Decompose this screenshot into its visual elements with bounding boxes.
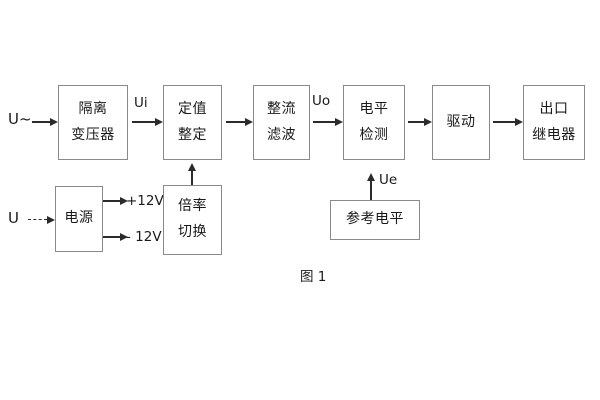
block-reference-level-line-1: 参考电平 — [346, 211, 404, 228]
block-rectify-filter: 整流 滤波 — [253, 85, 310, 160]
block-level-detect-line-2: 检测 — [359, 126, 389, 143]
block-drive: 驱动 — [432, 85, 490, 160]
ac-input-label: U~ — [8, 110, 32, 128]
block-reference-level: 参考电平 — [330, 200, 420, 240]
uo-label: Uo — [312, 93, 331, 109]
block-output-relay: 出口 继电器 — [523, 85, 585, 160]
dc-input-label: U — [8, 209, 19, 227]
block-multiplier-switch-line-1: 倍率 — [178, 198, 207, 215]
block-setting-value-line-1: 定值 — [178, 100, 207, 117]
ue-label: Ue — [379, 172, 398, 188]
block-isolation-transformer-line-2: 变压器 — [71, 126, 115, 143]
block-rectify-filter-line-2: 滤波 — [267, 126, 296, 143]
block-multiplier-switch: 倍率 切换 — [163, 185, 222, 255]
ui-label: Ui — [134, 95, 148, 111]
block-setting-value-line-2: 整定 — [178, 126, 207, 143]
block-isolation-transformer: 隔离 变压器 — [58, 85, 128, 160]
block-isolation-transformer-line-1: 隔离 — [78, 100, 108, 117]
block-drive-line-1: 驱动 — [446, 113, 476, 130]
block-output-relay-line-2: 继电器 — [532, 126, 576, 143]
block-setting-value: 定值 整定 — [163, 85, 222, 160]
block-output-relay-line-1: 出口 — [539, 100, 569, 117]
supply-positive-label: +12V — [126, 193, 164, 209]
block-power-supply: 电源 — [55, 186, 103, 252]
block-level-detect: 电平 检测 — [343, 85, 405, 160]
figure-caption: 图 1 — [300, 269, 327, 285]
block-level-detect-line-1: 电平 — [359, 100, 389, 117]
block-power-supply-line-1: 电源 — [64, 210, 94, 227]
block-multiplier-switch-line-2: 切换 — [178, 224, 207, 240]
supply-negative-label: - 12V — [126, 229, 162, 245]
block-rectify-filter-line-1: 整流 — [267, 100, 296, 117]
